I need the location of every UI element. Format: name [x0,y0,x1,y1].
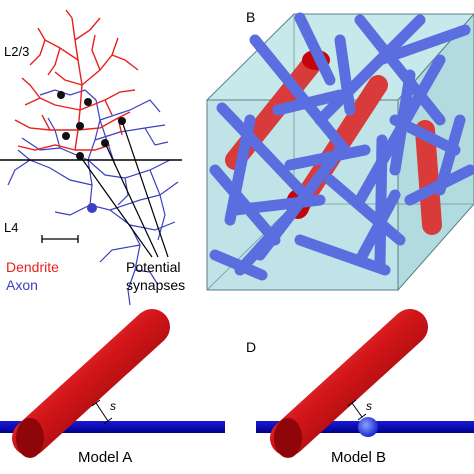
panel-b: B [205,9,474,292]
panel-d-letter: D [246,339,256,355]
layer-l4-label: L4 [4,220,18,235]
model-b-synapse-bouton [358,417,378,437]
scale-bar [41,235,79,243]
model-a-dendrite-cylinder [12,309,170,456]
model-a-distance-symbol: s [110,399,116,413]
synapse-callout-lines [79,120,169,258]
model-b-distance-symbol: s [366,399,372,413]
panel-b-letter: B [246,9,255,25]
model-b-distance-arrow [347,399,367,421]
model-b-cylinder-end [274,418,302,458]
panel-a: L2/3 L4 [0,9,185,306]
synapse-marker [62,132,70,140]
model-a-cylinder-end [16,418,44,458]
legend-dendrite: Dendrite [6,259,59,275]
legend-axon: Axon [6,277,38,293]
synapse-marker [76,122,84,130]
synapse-marker [84,98,92,106]
panel-c: s Model A [0,309,225,466]
axon-tree [7,89,179,306]
model-b-dendrite-cylinder [270,309,428,456]
synapse-marker [57,91,65,99]
model-a-distance-arrow [91,399,113,425]
axon-soma [87,203,97,213]
callout-synapses: synapses [126,277,185,293]
model-a-caption: Model A [78,449,132,466]
callout-potential: Potential [126,259,180,275]
panel-d: D s Model B [246,309,474,466]
blue-rod-network [209,12,474,281]
model-b-caption: Model B [331,449,386,466]
dendrite-tree [14,9,139,151]
layer-l23-label: L2/3 [4,44,29,59]
